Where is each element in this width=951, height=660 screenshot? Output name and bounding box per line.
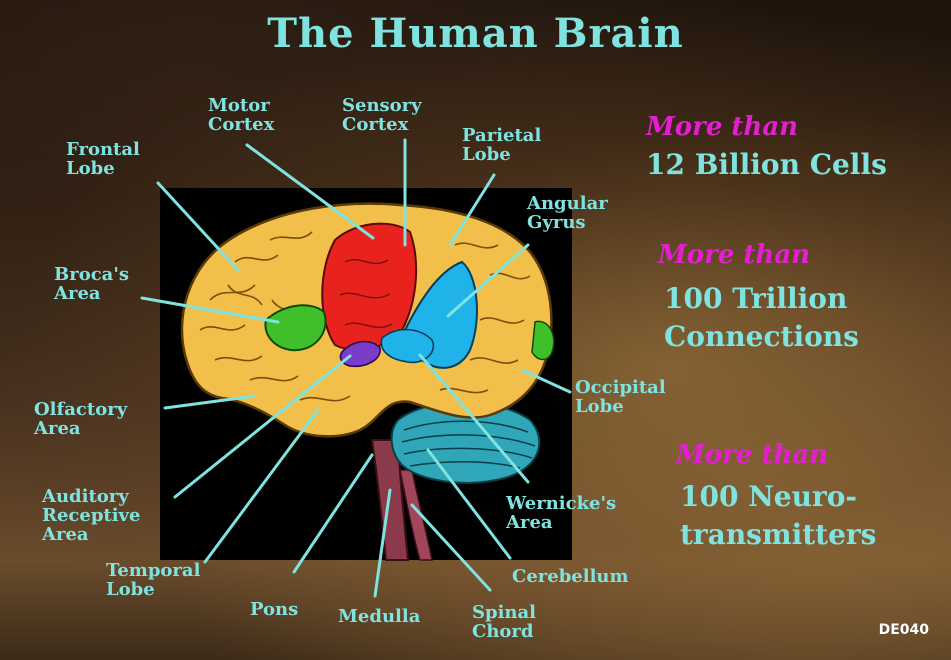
- label-temporal-lobe: Temporal Lobe: [106, 561, 200, 599]
- label-frontal-lobe: Frontal Lobe: [66, 140, 140, 178]
- label-auditory-receptive-area: Auditory Receptive Area: [42, 487, 140, 544]
- fact-3-prefix: More than: [676, 440, 828, 470]
- slide-code: DE040: [879, 622, 929, 638]
- label-olfactory-area: Olfactory Area: [34, 400, 127, 438]
- label-pons: Pons: [250, 600, 298, 619]
- label-motor-cortex: Motor Cortex: [208, 96, 274, 134]
- fact-2-text: 100 Trillion Connections: [664, 280, 859, 356]
- label-parietal-lobe: Parietal Lobe: [462, 126, 541, 164]
- fact-3-text: 100 Neuro- transmitters: [680, 478, 876, 554]
- label-cerebellum: Cerebellum: [512, 567, 629, 586]
- fact-1-text: 12 Billion Cells: [646, 146, 887, 184]
- label-wernickes-area: Wernicke's Area: [506, 494, 616, 532]
- label-brocas-area: Broca's Area: [54, 265, 129, 303]
- label-spinal-chord: Spinal Chord: [472, 603, 536, 641]
- fact-1-prefix: More than: [646, 112, 798, 142]
- label-angular-gyrus: Angular Gyrus: [527, 194, 608, 232]
- label-occipital-lobe: Occipital Lobe: [575, 378, 666, 416]
- label-medulla: Medulla: [338, 607, 420, 626]
- label-sensory-cortex: Sensory Cortex: [342, 96, 422, 134]
- fact-2-prefix: More than: [658, 240, 810, 270]
